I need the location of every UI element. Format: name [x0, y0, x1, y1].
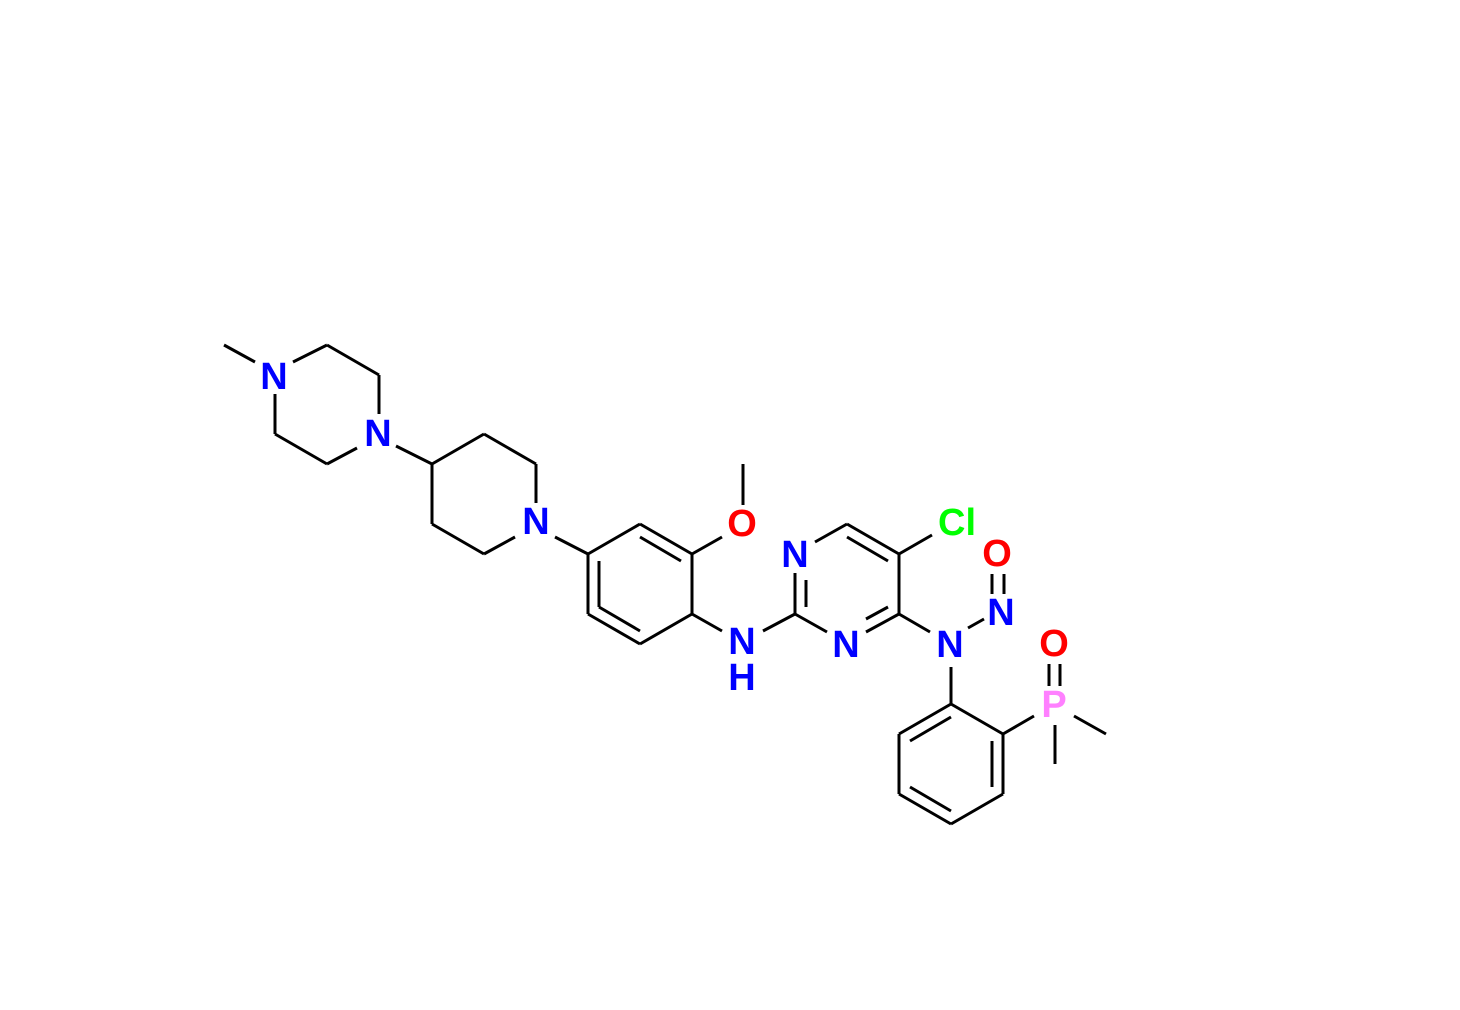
atom-n-amino: N — [728, 621, 755, 663]
atom-o-nitroso: O — [982, 533, 1012, 575]
atom-n-pyrimidine-3: N — [781, 534, 808, 576]
atom-n-amine: N — [936, 624, 963, 666]
atom-n-pyrimidine-1: N — [832, 624, 859, 666]
atom-n-nitroso: N — [987, 592, 1014, 634]
atom-o-methoxy: O — [727, 503, 757, 545]
atom-o-phosphine: O — [1039, 623, 1069, 665]
atom-labels: N N N O N H N N Cl O N N P O — [260, 356, 1069, 726]
atom-phosphorus: P — [1041, 684, 1066, 726]
atom-n-piperazine: N — [364, 413, 391, 455]
atom-n-methyl: N — [260, 356, 287, 398]
atom-h-amino: H — [728, 657, 755, 699]
bond-lines — [223, 343, 1107, 826]
atom-n-piperidine: N — [522, 501, 549, 543]
atom-chlorine: Cl — [938, 502, 976, 544]
